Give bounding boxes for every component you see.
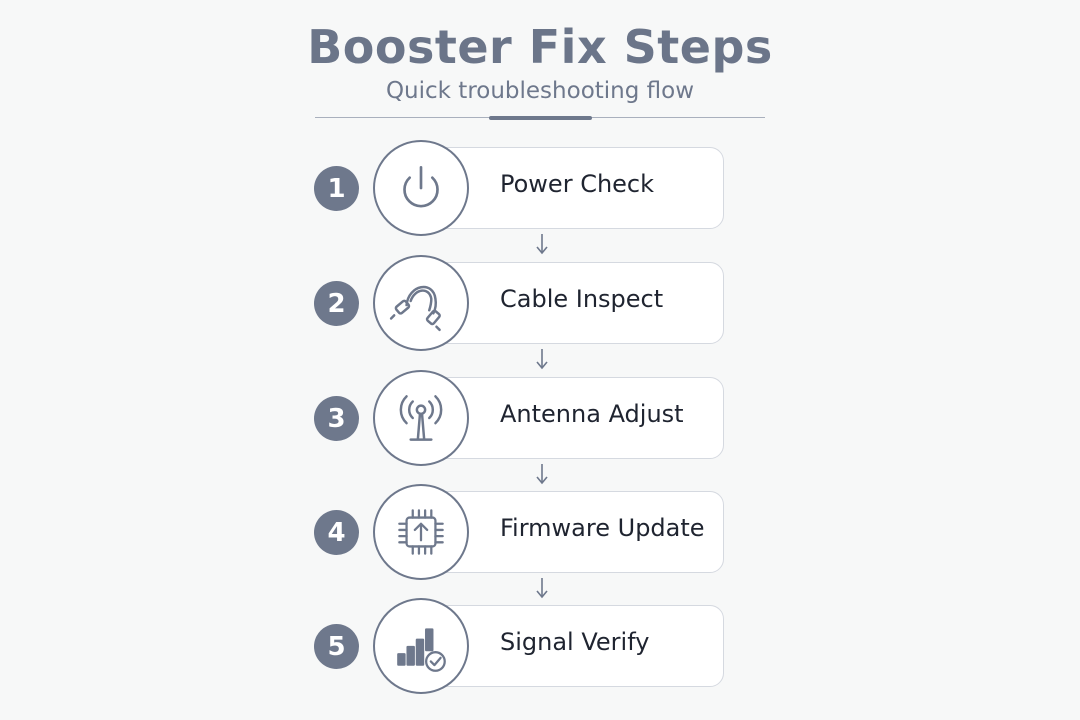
step-number-badge: 5 — [314, 624, 359, 669]
step-signal-verify: 5 Signal Verify — [0, 598, 1080, 698]
power-icon — [373, 140, 469, 236]
step-number-badge: 2 — [314, 281, 359, 326]
step-number-badge: 3 — [314, 396, 359, 441]
antenna-icon — [373, 370, 469, 466]
title-divider-accent — [489, 116, 592, 120]
step-firmware-update: 4 Firmware Update — [0, 484, 1080, 584]
step-antenna-adjust: 3 Antenna Adjust — [0, 370, 1080, 470]
step-number-badge: 1 — [314, 166, 359, 211]
step-label: Signal Verify — [500, 628, 650, 656]
flow-arrow-icon — [536, 349, 548, 370]
step-label: Power Check — [500, 170, 655, 198]
step-label: Cable Inspect — [500, 285, 664, 313]
chip-upload-icon — [373, 484, 469, 580]
step-label: Firmware Update — [500, 514, 705, 542]
signal-check-icon — [373, 598, 469, 694]
page-title: Booster Fix Steps — [307, 20, 773, 74]
step-label: Antenna Adjust — [500, 400, 684, 428]
step-number-badge: 4 — [314, 510, 359, 555]
step-power-check: 1 Power Check — [0, 140, 1080, 240]
cable-icon — [373, 255, 469, 351]
flow-arrow-icon — [536, 464, 548, 485]
step-cable-inspect: 2 Cable Inspect — [0, 255, 1080, 355]
flow-arrow-icon — [536, 234, 548, 255]
flow-arrow-icon — [536, 578, 548, 599]
page-subtitle: Quick troubleshooting flow — [385, 78, 695, 104]
